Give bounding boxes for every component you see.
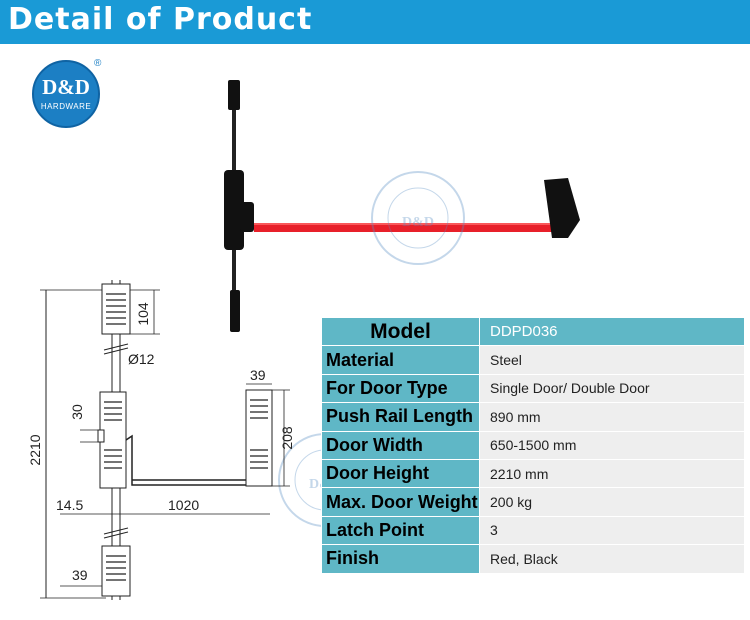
spec-label: Door Height [321, 458, 480, 489]
spec-label: Max. Door Weight [321, 487, 480, 517]
spec-label: Finish [321, 544, 480, 574]
logo-sub-text: HARDWARE [40, 102, 92, 111]
center-lock-case [224, 170, 244, 250]
dim-end-width: 39 [250, 367, 266, 383]
spec-value: Red, Black [479, 544, 745, 574]
spec-row: Material Steel [321, 345, 745, 375]
spec-table: Model DDPD036 Material Steel For Door Ty… [321, 316, 745, 574]
dim-rod-diameter: Ø12 [128, 351, 155, 367]
dim-bottom-width: 39 [72, 567, 88, 583]
spec-value: 890 mm [479, 402, 745, 432]
dim-rail-length: 1020 [168, 497, 199, 513]
spec-label: Push Rail Length [321, 402, 480, 432]
spec-row: Push Rail Length 890 mm [321, 402, 745, 432]
spec-label: Material [321, 345, 480, 375]
dim-end-height: 208 [279, 426, 295, 450]
spec-header-value: DDPD036 [479, 316, 745, 347]
spec-row: Finish Red, Black [321, 544, 745, 574]
brand-logo: D&D HARDWARE [32, 60, 100, 128]
spec-header-row: Model DDPD036 [321, 316, 745, 347]
top-rod [232, 110, 236, 170]
banner-title: Detail of Product [8, 2, 313, 37]
spec-row: For Door Type Single Door/ Double Door [321, 373, 745, 404]
title-banner: Detail of Product [0, 0, 750, 44]
top-bolt-head [228, 80, 240, 110]
lock-bracket [240, 202, 254, 232]
dim-offset: 14.5 [56, 497, 83, 513]
logo-main-text: D&D [42, 75, 90, 99]
svg-text:D&D: D&D [402, 215, 434, 230]
spec-value: 650-1500 mm [479, 430, 745, 460]
red-push-rail [254, 223, 554, 232]
spec-row: Door Width 650-1500 mm [321, 430, 745, 460]
spec-value: Single Door/ Double Door [479, 373, 745, 404]
spec-value: 200 kg [479, 487, 745, 517]
spec-header-label: Model [321, 316, 480, 347]
watermark-stamp: D&D [371, 171, 465, 265]
dim-latch-offset: 30 [69, 404, 85, 420]
spec-row: Max. Door Weight 200 kg [321, 487, 745, 517]
technical-drawing: 2210 104 Ø12 30 39 208 14.5 [27, 280, 295, 600]
bottom-rod [232, 250, 236, 290]
dim-bolt-height: 104 [135, 302, 151, 326]
spec-value: 2210 mm [479, 458, 745, 489]
spec-label: Latch Point [321, 515, 480, 546]
end-bracket [544, 178, 580, 238]
spec-label: For Door Type [321, 373, 480, 404]
spec-label: Door Width [321, 430, 480, 460]
spec-row: Latch Point 3 [321, 515, 745, 546]
spec-row: Door Height 2210 mm [321, 458, 745, 489]
product-image [224, 80, 580, 332]
spec-value: Steel [479, 345, 745, 375]
registered-mark: ® [94, 58, 102, 69]
dim-total-height: 2210 [27, 434, 43, 465]
spec-value: 3 [479, 515, 745, 546]
bottom-bolt-head [230, 290, 240, 332]
